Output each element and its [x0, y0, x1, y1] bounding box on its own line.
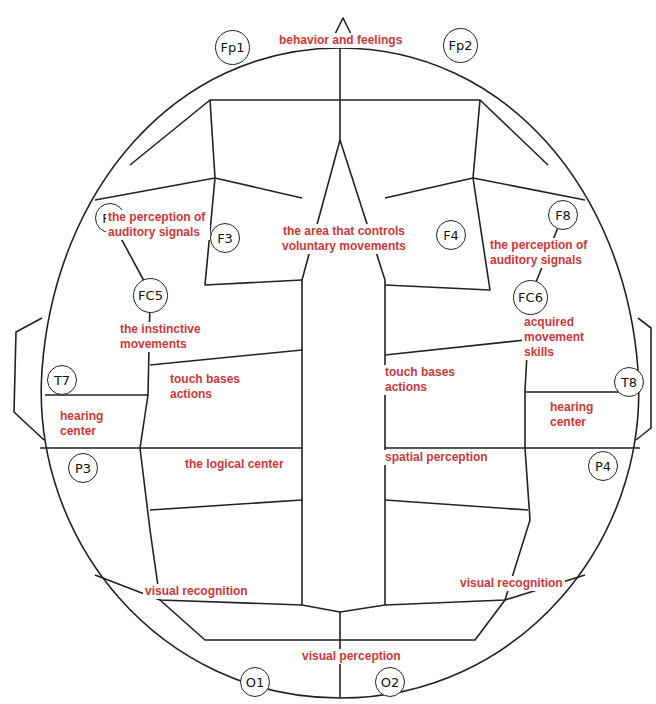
region-label: behavior and feelings — [277, 33, 404, 48]
electrode-name: F3 — [217, 231, 233, 246]
electrode-circle: Fp1 — [215, 30, 250, 65]
electrode-circle: T7 — [47, 365, 77, 395]
region-label: touch bases actions — [168, 372, 256, 402]
region-label: hearing center — [58, 409, 120, 439]
electrode-circle: P4 — [588, 451, 618, 481]
electrode-circle: P3 — [68, 453, 98, 483]
electrode-name: T7 — [54, 373, 70, 388]
electrode-name: O2 — [381, 675, 400, 690]
region-label: the logical center — [183, 457, 286, 472]
electrode-name: P3 — [75, 461, 91, 476]
region-label: visual recognition — [143, 584, 250, 599]
electrode-name: F8 — [555, 208, 571, 223]
region-label: the perception of auditory signals — [106, 210, 210, 240]
ear-symbol — [14, 318, 44, 440]
electrode-name: F4 — [443, 228, 459, 243]
electrode-circle: O2 — [375, 667, 405, 697]
region-label: the instinctive movements — [118, 322, 234, 352]
region-label: acquired movement skills — [522, 315, 606, 360]
electrode-name: P4 — [595, 459, 611, 474]
electrode-name: FC5 — [138, 288, 163, 303]
region-label: visual perception — [300, 649, 403, 664]
electrode-circle: Fp2 — [443, 28, 478, 63]
electrode-circle: FC5 — [133, 278, 168, 313]
electrode-circle: FC6 — [513, 280, 548, 315]
region-label: visual recognition — [458, 576, 565, 591]
region-label: the area that controls voluntary movemen… — [262, 224, 426, 254]
region-lines — [40, 48, 640, 698]
electrode-circle: T8 — [614, 367, 644, 397]
region-label: touch bases actions — [383, 365, 471, 395]
region-label: hearing center — [548, 400, 610, 430]
electrode-name: T8 — [621, 375, 637, 390]
electrode-name: Fp1 — [220, 40, 244, 55]
electrode-circle: O1 — [240, 667, 270, 697]
region-label: the perception of auditory signals — [488, 238, 596, 268]
electrode-name: FC6 — [518, 290, 543, 305]
electrode-circle: F3 — [210, 223, 240, 253]
electrode-name: O1 — [246, 675, 265, 690]
electrode-circle: F4 — [436, 220, 466, 250]
head-outline — [41, 48, 639, 698]
electrode-name: Fp2 — [448, 38, 472, 53]
electrode-circle: F8 — [548, 200, 578, 230]
region-label: spatial perception — [383, 450, 490, 465]
